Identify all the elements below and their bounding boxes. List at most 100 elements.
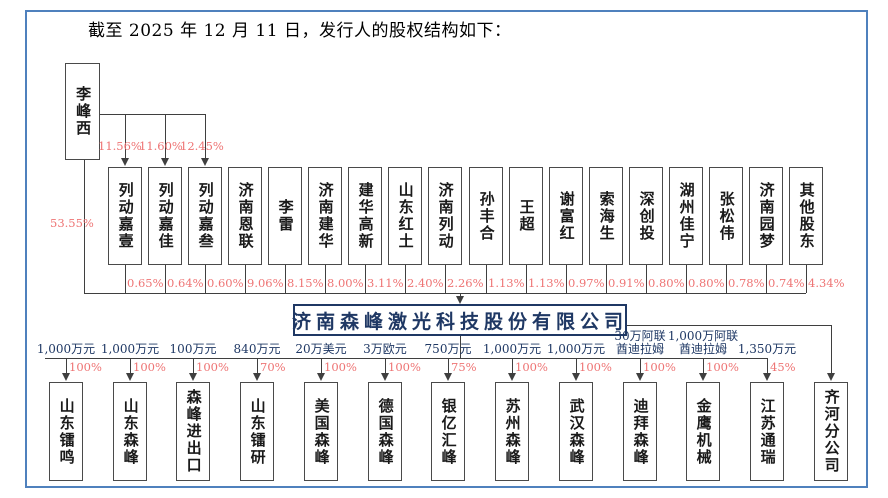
ownership-percent-label: 0.80% — [688, 276, 725, 290]
ownership-percent-label: 100% — [324, 360, 357, 374]
ownership-percent-label: 1.13% — [528, 276, 565, 290]
shareholder-box: 济南园梦 — [749, 167, 783, 265]
connector-line — [66, 358, 67, 374]
registered-capital-label: 840万元 — [233, 342, 281, 356]
arrow-down-icon — [62, 373, 70, 381]
ownership-percent-label: 100% — [69, 360, 102, 374]
connector-line — [526, 265, 527, 293]
connector-line — [767, 358, 768, 374]
shareholder-box: 孙丰合 — [469, 167, 503, 265]
connector-line — [566, 265, 567, 293]
arrow-down-icon — [444, 373, 452, 381]
ownership-percent-label: 2.26% — [447, 276, 484, 290]
ownership-percent-label: 100% — [133, 360, 166, 374]
subsidiary-box: 美国森峰 — [304, 382, 338, 481]
connector-line — [460, 293, 461, 298]
subsidiary-box: 银亿汇峰 — [431, 382, 465, 481]
shareholder-box: 李雷 — [268, 167, 302, 265]
connector-line — [100, 114, 206, 115]
connector-line — [285, 265, 286, 293]
connector-line — [486, 265, 487, 293]
registered-capital-label: 1,350万元 — [737, 342, 797, 356]
connector-line — [385, 358, 386, 374]
ownership-percent-label: 8.15% — [287, 276, 324, 290]
shareholder-box: 建华高新 — [348, 167, 382, 265]
ownership-percent-label: 100% — [706, 360, 739, 374]
arrow-down-icon — [161, 158, 169, 166]
registered-capital-label: 1,000万阿联 酋迪拉姆 — [667, 329, 739, 356]
subsidiary-box: 山东森峰 — [113, 382, 147, 481]
connector-line — [686, 265, 687, 293]
arrow-down-icon — [827, 373, 835, 381]
shareholder-box: 其他股东 — [789, 167, 823, 265]
subsidiary-box: 江苏通瑞 — [750, 382, 784, 481]
ownership-percent-label: 0.91% — [608, 276, 645, 290]
ownership-percent-label: 100% — [196, 360, 229, 374]
subsidiary-box: 山东镭鸣 — [49, 382, 83, 481]
registered-capital-label: 750万元 — [424, 342, 472, 356]
ownership-percent-label: 8.00% — [327, 276, 364, 290]
shareholder-box: 深创投 — [629, 167, 663, 265]
shareholder-box: 列动嘉壹 — [108, 167, 142, 265]
ownership-percent-label: 0.78% — [728, 276, 765, 290]
connector-line — [321, 358, 322, 374]
diagram-title: 截至 2025 年 12 月 11 日，发行人的股权结构如下： — [88, 21, 512, 41]
connector-line — [512, 358, 513, 374]
branch-box: 齐河分公司 — [814, 382, 848, 481]
connector-line — [627, 325, 832, 326]
ownership-percent-label: 4.34% — [808, 276, 845, 290]
connector-line — [766, 265, 767, 293]
arrow-down-icon — [456, 296, 464, 304]
subsidiary-box: 森峰进出口 — [176, 382, 210, 481]
direct-percent-label: 53.55% — [50, 216, 94, 230]
ownership-percent-label: 9.06% — [247, 276, 284, 290]
registered-capital-label: 1,000万元 — [546, 342, 606, 356]
connector-line — [193, 358, 194, 374]
connector-line — [84, 293, 806, 294]
shareholder-box: 济南列动 — [428, 167, 462, 265]
connector-line — [245, 265, 246, 293]
shareholder-box: 列动嘉佳 — [148, 167, 182, 265]
holding-percent-label: 12.45% — [180, 139, 224, 153]
holding-percent-label: 11.60% — [139, 139, 183, 153]
holding-percent-label: 11.56% — [98, 139, 142, 153]
ownership-percent-label: 75% — [451, 360, 477, 374]
arrow-down-icon — [381, 373, 389, 381]
connector-line — [831, 325, 832, 374]
connector-line — [806, 265, 807, 293]
arrow-down-icon — [253, 373, 261, 381]
subsidiary-box: 苏州森峰 — [495, 382, 529, 481]
subsidiary-box: 金鹰机械 — [686, 382, 720, 481]
connector-line — [646, 265, 647, 293]
company-box: 济南森峰激光科技股份有限公司 — [292, 304, 627, 336]
shareholder-box: 济南建华 — [308, 167, 342, 265]
connector-line — [125, 265, 126, 293]
connector-line — [257, 358, 258, 374]
shareholder-box: 谢富红 — [549, 167, 583, 265]
arrow-down-icon — [636, 373, 644, 381]
registered-capital-label: 3万欧元 — [363, 342, 407, 356]
ownership-percent-label: 0.65% — [127, 276, 164, 290]
connector-line — [576, 358, 577, 374]
shareholder-box: 索海生 — [589, 167, 623, 265]
subsidiary-box: 德国森峰 — [368, 382, 402, 481]
subsidiary-box: 迪拜森峰 — [623, 382, 657, 481]
connector-line — [640, 358, 641, 374]
arrow-down-icon — [763, 373, 771, 381]
registered-capital-label: 30万阿联 酋迪拉姆 — [614, 329, 666, 356]
diagram-border — [25, 10, 868, 488]
ownership-percent-label: 2.40% — [407, 276, 444, 290]
connector-line — [703, 358, 704, 374]
connector-line — [325, 265, 326, 293]
connector-line — [205, 114, 206, 159]
connector-line — [45, 358, 767, 359]
connector-line — [445, 265, 446, 293]
arrow-down-icon — [572, 373, 580, 381]
ownership-percent-label: 0.80% — [648, 276, 685, 290]
connector-line — [405, 265, 406, 293]
connector-line — [165, 114, 166, 159]
registered-capital-label: 1,000万元 — [36, 342, 96, 356]
arrow-down-icon — [189, 373, 197, 381]
founder-box: 李峰西 — [65, 63, 100, 160]
